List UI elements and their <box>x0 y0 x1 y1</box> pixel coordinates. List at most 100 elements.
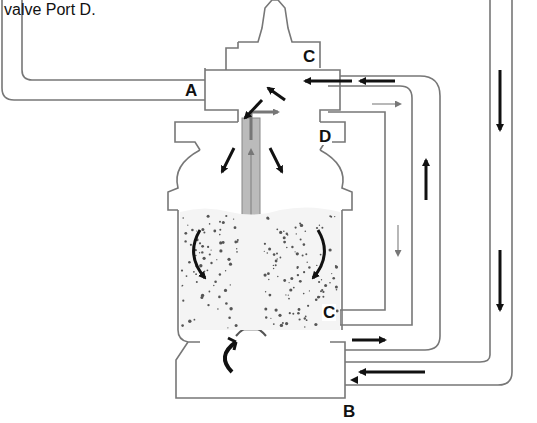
media-grain <box>219 241 222 244</box>
media-grain <box>330 216 332 218</box>
media-grain <box>275 309 278 312</box>
media-grain <box>211 250 212 251</box>
media-grain <box>273 268 274 269</box>
media-grain <box>305 253 307 255</box>
media-grain <box>302 254 304 256</box>
media-grain <box>316 227 318 229</box>
media-grain <box>182 285 183 286</box>
media-grain <box>297 266 299 268</box>
media-grain <box>289 282 290 283</box>
media-grain <box>229 307 232 310</box>
media-grain <box>219 249 222 252</box>
media-grain <box>182 300 184 302</box>
media-grain <box>227 327 228 328</box>
media-grain <box>293 287 295 289</box>
media-grain <box>280 257 282 259</box>
media-grain <box>321 279 322 280</box>
media-grain <box>201 294 204 297</box>
media-grain <box>316 265 317 266</box>
media-grain <box>299 318 301 320</box>
media-grain <box>181 324 184 327</box>
media-grain <box>234 241 237 244</box>
media-grain <box>207 215 210 218</box>
media-grain <box>309 290 310 291</box>
media-grain <box>224 289 227 292</box>
media-grain <box>190 244 192 246</box>
media-grain <box>336 289 338 291</box>
media-grain <box>201 245 204 248</box>
media-grain <box>299 280 302 283</box>
media-grain <box>264 308 267 311</box>
media-grain <box>308 266 310 268</box>
media-grain <box>276 252 278 254</box>
media-grain <box>216 259 217 260</box>
media-grain <box>195 273 197 275</box>
media-grain <box>304 317 306 319</box>
media-grain <box>329 282 331 284</box>
media-grain <box>320 254 322 256</box>
media-grain <box>314 323 317 326</box>
media-grain <box>219 221 221 223</box>
media-grain <box>236 251 238 253</box>
media-grain <box>315 298 318 301</box>
media-grain <box>305 316 307 318</box>
media-grain <box>219 229 221 231</box>
media-grain <box>194 319 196 321</box>
media-grain <box>193 271 195 273</box>
media-grain <box>331 273 332 274</box>
media-grain <box>296 252 299 255</box>
media-grain <box>273 253 276 256</box>
port-label: C <box>302 48 316 65</box>
media-grain <box>219 234 221 236</box>
media-grain <box>182 217 184 219</box>
media-grain <box>322 296 324 298</box>
media-grain <box>199 264 202 267</box>
media-grain <box>291 246 293 248</box>
media-grain <box>324 284 327 287</box>
media-grain <box>322 291 324 293</box>
media-grain <box>321 227 323 229</box>
media-grain <box>304 326 305 327</box>
media-grain <box>273 265 274 266</box>
media-grain <box>235 324 238 327</box>
media-grain <box>209 223 211 225</box>
media-grain <box>229 263 232 266</box>
media-grain <box>184 232 187 235</box>
media-grain <box>196 230 197 231</box>
media-grain <box>237 239 239 241</box>
media-grain <box>278 314 281 317</box>
media-grain <box>265 316 267 318</box>
media-grain <box>320 290 322 292</box>
media-grain <box>222 221 225 224</box>
media-grain <box>332 277 335 280</box>
media-grain <box>268 248 271 251</box>
media-grain <box>207 246 209 248</box>
media-grain <box>275 264 277 266</box>
port-label: C <box>322 304 336 321</box>
media-grain <box>319 225 320 226</box>
media-grain <box>210 262 212 264</box>
media-grain <box>266 216 269 219</box>
media-grain <box>289 312 291 314</box>
media-grain <box>297 312 300 315</box>
media-grain <box>277 258 278 259</box>
media-grain <box>188 320 191 323</box>
media-grain <box>288 298 290 300</box>
media-grain <box>318 281 320 283</box>
note-text: valve Port D. <box>4 2 96 18</box>
media-grain <box>264 274 267 277</box>
media-grain <box>289 288 292 291</box>
media-grain <box>303 293 305 295</box>
media-grain <box>184 240 186 242</box>
media-grain <box>228 316 231 319</box>
media-grain <box>233 218 234 219</box>
media-grain <box>335 286 338 289</box>
port-label: A <box>184 82 198 99</box>
media-grain <box>227 258 230 261</box>
media-grain <box>283 236 286 239</box>
media-grain <box>219 273 221 275</box>
media-grain <box>267 252 269 254</box>
port-label: B <box>342 403 356 420</box>
media-grain <box>217 308 219 310</box>
